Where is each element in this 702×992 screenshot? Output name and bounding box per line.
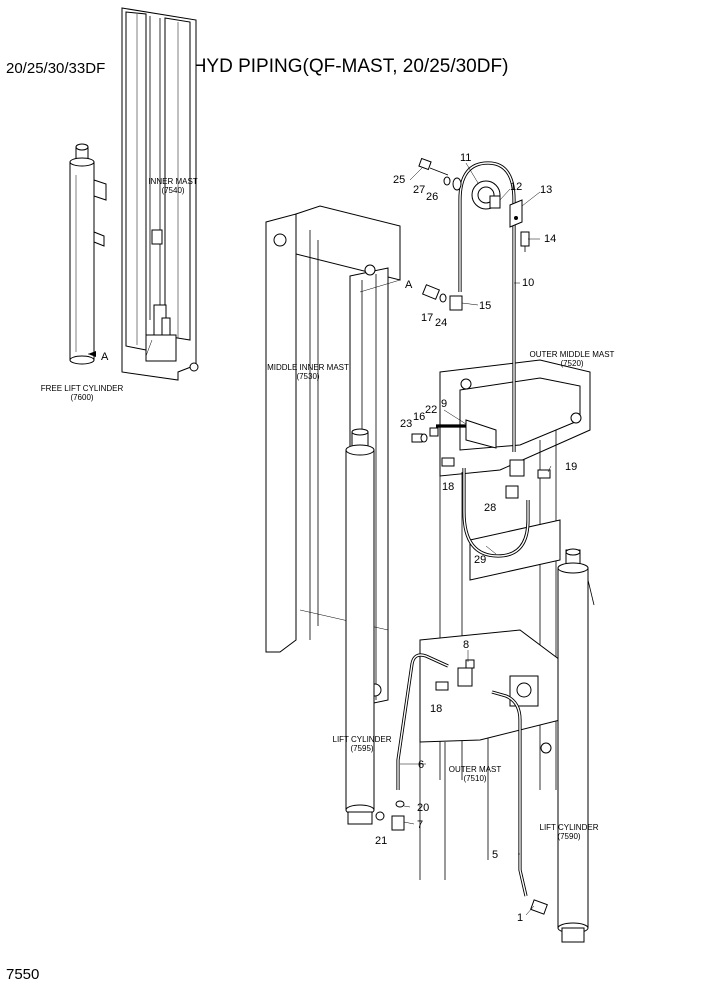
free-lift-cylinder-drawing: [69, 143, 107, 365]
callout-19: 19: [565, 461, 577, 473]
label-outer-middle-mast-code: (7520): [560, 359, 583, 368]
component-labels: INNER MAST (7540) FREE LIFT CYLINDER (76…: [41, 177, 615, 841]
callout-11: 11: [460, 152, 471, 164]
leader-lines: [88, 162, 552, 916]
callout-26: 26: [426, 191, 438, 203]
callout-15: 15: [479, 300, 491, 312]
callout-24: 24: [435, 317, 447, 329]
page-number: 7550: [6, 966, 40, 983]
label-lift-cylinder-right: LIFT CYLINDER: [540, 823, 599, 832]
hydraulic-hoses: [396, 161, 530, 897]
callout-22: 22: [425, 404, 437, 416]
label-middle-inner-mast: MIDDLE INNER MAST: [267, 363, 349, 372]
callout-16: 16: [413, 411, 425, 423]
callout-9: 9: [441, 398, 447, 410]
callout-8: 8: [463, 639, 469, 651]
callout-14: 14: [544, 233, 556, 245]
callout-13: 13: [540, 184, 552, 196]
label-lift-cylinder-left: LIFT CYLINDER: [333, 735, 392, 744]
model-code: 20/25/30/33DF: [6, 60, 106, 77]
detail-markers: A A: [88, 279, 413, 363]
fittings: [375, 157, 551, 915]
label-outer-mast: OUTER MAST: [449, 765, 502, 774]
part-callouts: 1 5 6 7 8 9 10 11 12 13 14 15 16 17 18 1…: [375, 152, 577, 924]
label-free-lift-cylinder: FREE LIFT CYLINDER: [41, 384, 124, 393]
label-lift-cylinder-left-code: (7595): [350, 744, 373, 753]
callout-25: 25: [393, 174, 405, 186]
outer-mast-drawing: [419, 629, 561, 880]
callout-7: 7: [417, 819, 423, 831]
label-inner-mast-code: (7540): [161, 186, 184, 195]
lift-cylinder-7590-drawing: [557, 548, 595, 943]
callout-18-upper: 18: [442, 481, 454, 493]
callout-28: 28: [484, 502, 496, 514]
lift-cylinder-7595-drawing: [345, 428, 375, 825]
label-free-lift-cylinder-code: (7600): [70, 393, 93, 402]
callout-17: 17: [421, 312, 433, 324]
inner-mast-drawing: [121, 7, 199, 381]
callout-12: 12: [510, 181, 522, 193]
detail-marker-a-right: A: [405, 279, 413, 291]
callout-23: 23: [400, 418, 412, 430]
label-inner-mast: INNER MAST: [148, 177, 197, 186]
callout-21: 21: [375, 835, 387, 847]
label-outer-mast-code: (7510): [463, 774, 486, 783]
middle-inner-mast-drawing: [265, 205, 401, 709]
callout-29: 29: [474, 554, 486, 566]
callout-18-lower: 18: [430, 703, 442, 715]
callout-5: 5: [492, 849, 498, 861]
callout-1: 1: [517, 912, 523, 924]
label-outer-middle-mast: OUTER MIDDLE MAST: [530, 350, 615, 359]
page-title: MAST HYD PIPING(QF-MAST, 20/25/30DF): [135, 56, 509, 77]
callout-10: 10: [522, 277, 534, 289]
callout-27: 27: [413, 184, 425, 196]
callout-20: 20: [417, 802, 429, 814]
detail-marker-a-left: A: [101, 351, 109, 363]
label-lift-cylinder-right-code: (7590): [557, 832, 580, 841]
label-middle-inner-mast-code: (7530): [296, 372, 319, 381]
callout-6: 6: [418, 759, 424, 771]
